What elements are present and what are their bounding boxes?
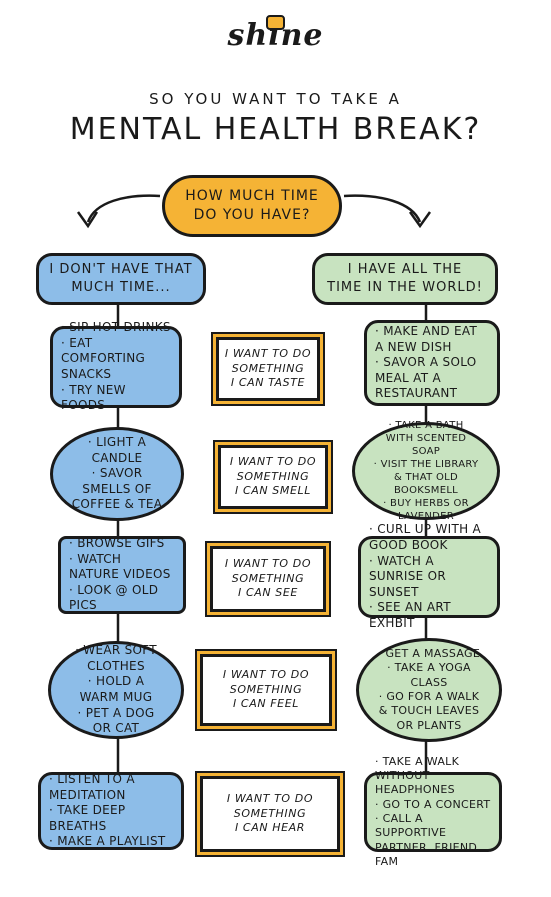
list-item: · SEE AN ART EXHBIT bbox=[369, 600, 451, 630]
sense-line: SOMETHING bbox=[229, 682, 303, 696]
long-activities-feel: · GET A MASSAGE · TAKE A YOGA CLASS · GO… bbox=[356, 638, 502, 742]
sense-box-see: I WANT TO DO SOMETHING I CAN SEE bbox=[210, 546, 326, 612]
subtitle: SO YOU WANT TO TAKE A bbox=[149, 90, 402, 108]
list-item: · TRY NEW FOODS bbox=[61, 382, 126, 413]
short-activities-smell: · LIGHT A CANDLE · SAVOR SMELLS OF COFFE… bbox=[50, 427, 184, 521]
arrow-to-long bbox=[343, 194, 422, 223]
sense-line: SOMETHING bbox=[231, 571, 305, 585]
list-item: · VISIT THE LIBRARY & THAT OLD BOOKSMELL bbox=[373, 459, 479, 496]
list-item: · WATCH A SUNRISE OR SUNSET bbox=[369, 553, 447, 599]
sense-line: I CAN HEAR bbox=[234, 821, 306, 835]
list-item: · EAT COMFORTING SNACKS bbox=[61, 335, 146, 381]
list-item: · GET A MASSAGE bbox=[377, 647, 481, 661]
sense-line: SOMETHING bbox=[231, 361, 305, 375]
list-item: · LISTEN TO A MEDITATION bbox=[49, 772, 135, 802]
list-item: · CURL UP WITH A GOOD BOOK bbox=[369, 522, 482, 553]
sense-line: I WANT TO DO bbox=[224, 346, 312, 360]
arrow-to-long-head bbox=[408, 211, 432, 229]
list-item: · TAKE A BATH WITH SCENTED SOAP bbox=[385, 420, 467, 457]
sense-line: I CAN SEE bbox=[238, 586, 298, 600]
list-item: · WEAR SOFT CLOTHES bbox=[75, 643, 157, 673]
list-item: · TAKE DEEP BREATHS bbox=[49, 803, 126, 833]
list-item: · SIP HOT DRINKS bbox=[61, 320, 171, 335]
sense-box-taste: I WANT TO DO SOMETHING I CAN TASTE bbox=[216, 337, 320, 401]
short-activities-see: · BROWSE GIFS · WATCH NATURE VIDEOS · LO… bbox=[58, 536, 186, 614]
arrow-to-short bbox=[86, 194, 161, 223]
list-item: · SAVOR A SOLO MEAL AT A RESTAURANT bbox=[375, 355, 477, 401]
question-bubble: HOW MUCH TIME DO YOU HAVE? bbox=[162, 175, 342, 237]
sense-line: I WANT TO DO bbox=[224, 556, 312, 570]
short-time-header-line-1: I DON'T HAVE THAT bbox=[49, 262, 193, 278]
list-item: · PET A DOG OR CAT bbox=[77, 705, 155, 736]
list-item: · SAVOR SMELLS OF COFFEE & TEA bbox=[71, 466, 163, 512]
sense-line: SOMETHING bbox=[236, 469, 310, 483]
question-line-2: DO YOU HAVE? bbox=[193, 207, 311, 223]
sense-line: I WANT TO DO bbox=[226, 791, 314, 805]
short-time-header: I DON'T HAVE THAT MUCH TIME... bbox=[36, 253, 206, 305]
short-activities-hear: · LISTEN TO A MEDITATION · TAKE DEEP BRE… bbox=[38, 772, 184, 850]
list-item: · LOOK @ OLD PICS bbox=[69, 582, 159, 613]
speech-bubble-icon bbox=[266, 15, 285, 30]
long-activities-taste: · MAKE AND EAT A NEW DISH · SAVOR A SOLO… bbox=[364, 320, 500, 406]
list-item: · GO TO A CONCERT bbox=[375, 797, 491, 811]
page-title: MENTAL HEALTH BREAK? bbox=[69, 112, 482, 147]
long-time-header-line-2: TIME IN THE WORLD! bbox=[327, 280, 483, 295]
long-activities-hear: · TAKE A WALK WITHOUT HEADPHONES · GO TO… bbox=[364, 755, 502, 868]
question-line-1: HOW MUCH TIME bbox=[185, 188, 319, 205]
long-activities-see: · CURL UP WITH A GOOD BOOK · WATCH A SUN… bbox=[358, 522, 500, 630]
long-time-header-line-1: I HAVE ALL THE bbox=[347, 262, 463, 278]
sense-line: SOMETHING bbox=[233, 806, 307, 820]
list-item: · HOLD A WARM MUG bbox=[79, 674, 153, 704]
sense-box-hear: I WANT TO DO SOMETHING I CAN HEAR bbox=[200, 776, 340, 852]
sense-line: I CAN SMELL bbox=[235, 484, 311, 498]
sense-line: I WANT TO DO bbox=[229, 454, 317, 468]
list-item: · BUY HERBS OR LAVENDER bbox=[383, 498, 469, 522]
arrow-to-short-head bbox=[76, 211, 99, 229]
list-item: · LIGHT A CANDLE bbox=[87, 435, 147, 465]
list-item: · TAKE A WALK WITHOUT HEADPHONES bbox=[375, 754, 460, 797]
sense-box-feel: I WANT TO DO SOMETHING I CAN FEEL bbox=[200, 654, 332, 726]
short-activities-taste: · SIP HOT DRINKS · EAT COMFORTING SNACKS… bbox=[50, 320, 182, 412]
list-item: · BROWSE GIFS bbox=[69, 536, 165, 551]
long-time-header: I HAVE ALL THE TIME IN THE WORLD! bbox=[312, 253, 498, 305]
list-item: · TAKE A YOGA CLASS bbox=[387, 661, 471, 689]
list-item: · MAKE AND EAT A NEW DISH bbox=[375, 324, 478, 354]
list-item: · GO FOR A WALK & TOUCH LEAVES OR PLANTS bbox=[378, 690, 480, 732]
long-activities-smell: · TAKE A BATH WITH SCENTED SOAP · VISIT … bbox=[352, 420, 500, 522]
short-time-header-line-2: MUCH TIME... bbox=[71, 280, 171, 295]
sense-line: I CAN TASTE bbox=[230, 376, 306, 390]
list-item: · CALL A SUPPORTIVE PARTNER, FRIEND, FAM bbox=[375, 812, 481, 868]
list-item: · MAKE A PLAYLIST bbox=[49, 834, 166, 849]
sense-box-smell: I WANT TO DO SOMETHING I CAN SMELL bbox=[218, 445, 328, 509]
short-activities-feel: · WEAR SOFT CLOTHES · HOLD A WARM MUG · … bbox=[48, 641, 184, 739]
sense-line: I WANT TO DO bbox=[222, 667, 310, 681]
sense-line: I CAN FEEL bbox=[232, 697, 300, 711]
list-item: · WATCH NATURE VIDEOS bbox=[69, 551, 171, 582]
